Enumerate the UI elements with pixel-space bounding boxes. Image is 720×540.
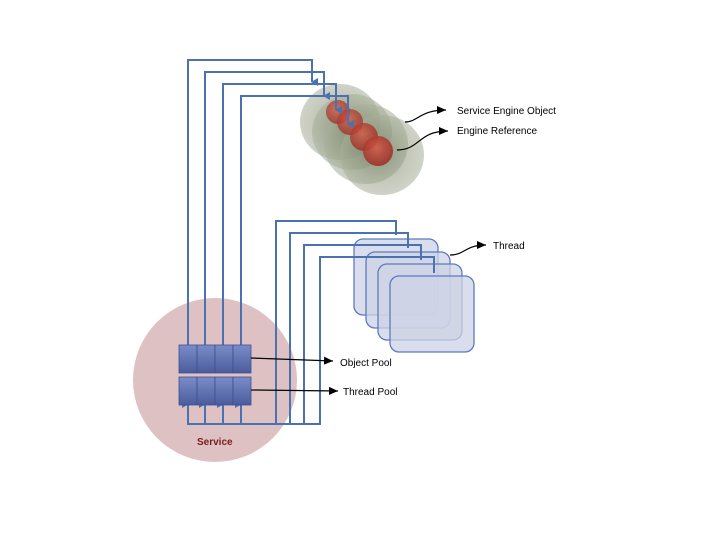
thread-pool-cell (178, 376, 198, 406)
thread-pool-cell (214, 376, 234, 406)
thread-arrow (449, 241, 487, 256)
engine-core (363, 136, 393, 166)
thread-pool-connectors (182, 220, 435, 425)
service-engine-object-arrow (404, 106, 447, 123)
thread-pool (178, 376, 252, 406)
connector-line (199, 232, 409, 425)
object-pool-cell (232, 344, 252, 374)
connector-line (182, 220, 397, 425)
engine-reference-arrow (396, 127, 449, 151)
object-pool-arrow (250, 356, 334, 365)
thread-stack (353, 238, 475, 353)
object-pool-label: Object Pool (340, 358, 392, 369)
thread-card (389, 275, 475, 353)
thread-pool-cell (232, 376, 252, 406)
thread-label: Thread (493, 241, 525, 252)
service-engine-object-label: Service Engine Object (457, 106, 556, 117)
engine-reference-label: Engine Reference (457, 126, 537, 137)
object-pool-cell (178, 344, 198, 374)
thread-pool-label: Thread Pool (343, 387, 397, 398)
service-label: Service (197, 437, 233, 448)
object-pool-cell (214, 344, 234, 374)
object-pool-cell (196, 344, 216, 374)
connector-line (240, 95, 354, 345)
object-pool-connectors (187, 59, 354, 345)
object-pool (178, 344, 252, 374)
thread-pool-arrow (250, 386, 339, 395)
thread-pool-cell (196, 376, 216, 406)
connector-line (235, 256, 435, 425)
service-engine-object-stack (300, 84, 424, 195)
connector-line (217, 244, 422, 425)
